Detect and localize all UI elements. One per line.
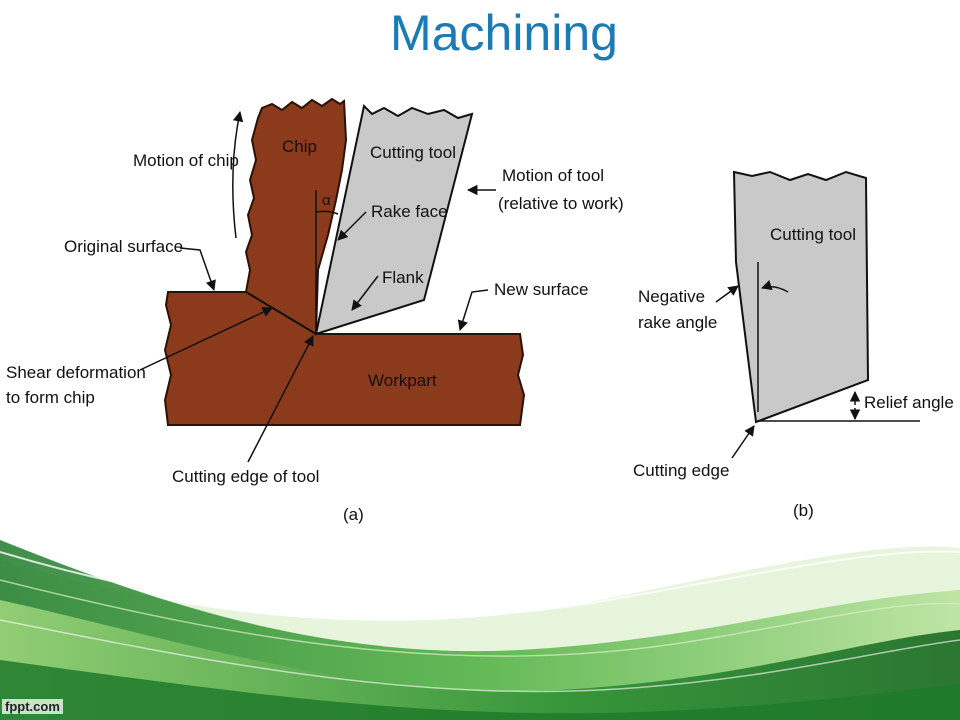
shear-deformation-label-1: Shear deformation <box>6 363 146 382</box>
relief-angle-label: Relief angle <box>864 393 954 412</box>
decorative-waves <box>0 540 960 720</box>
cutting-tool-b-label: Cutting tool <box>770 225 856 244</box>
cutting-edge-b-label: Cutting edge <box>633 461 729 480</box>
negative-rake-label-2: rake angle <box>638 313 717 332</box>
negative-rake-arc <box>761 280 789 293</box>
flank-label: Flank <box>382 268 424 287</box>
wave-line-2 <box>0 619 960 693</box>
watermark-text: fppt.com <box>2 699 63 714</box>
cutting-edge-of-tool-label: Cutting edge of tool <box>172 467 319 486</box>
motion-of-tool-label-1: Motion of tool <box>502 166 604 185</box>
chip-label: Chip <box>282 137 317 156</box>
cutting-edge-b-leader <box>731 425 755 459</box>
cutting-edge-leader <box>247 335 314 463</box>
cutting-tool-a-shape <box>314 103 474 336</box>
figure-a-caption: (a) <box>343 505 364 524</box>
slide-title: Machining <box>390 5 618 61</box>
shear-plane-line <box>245 291 317 335</box>
motion-of-tool-label-2: (relative to work) <box>498 194 624 213</box>
new-surface-label: New surface <box>494 280 588 299</box>
alpha-label: α <box>322 192 331 209</box>
alpha-arc <box>315 210 339 215</box>
cutting-tool-b-shape <box>732 170 870 424</box>
negative-rake-label-1: Negative <box>638 287 705 306</box>
shear-deformation-leader <box>139 307 273 371</box>
wave-band-2 <box>0 600 960 720</box>
rake-face-leader <box>337 211 367 241</box>
workpart-shape <box>163 97 526 426</box>
new-surface-leader <box>457 289 489 332</box>
wave-band-3 <box>0 660 960 720</box>
flank-leader <box>351 275 379 311</box>
wave-line-3 <box>0 579 960 657</box>
workpart-label: Workpart <box>368 371 437 390</box>
original-surface-label: Original surface <box>64 237 183 256</box>
rake-face-label: Rake face <box>371 202 448 221</box>
figure-b-caption: (b) <box>793 501 814 520</box>
motion-of-chip-label: Motion of chip <box>133 151 239 170</box>
cutting-tool-a-label: Cutting tool <box>370 143 456 162</box>
chip-motion-arrow <box>232 110 244 239</box>
figure-a: Chip Cutting tool α Rake face Flank Work… <box>6 97 624 524</box>
figure-b: Cutting tool Negative rake angle Relief … <box>633 170 954 520</box>
negative-rake-leader <box>715 285 739 303</box>
original-surface-leader <box>179 247 216 291</box>
wave-line-1 <box>0 550 960 618</box>
shear-deformation-label-2: to form chip <box>6 388 95 407</box>
